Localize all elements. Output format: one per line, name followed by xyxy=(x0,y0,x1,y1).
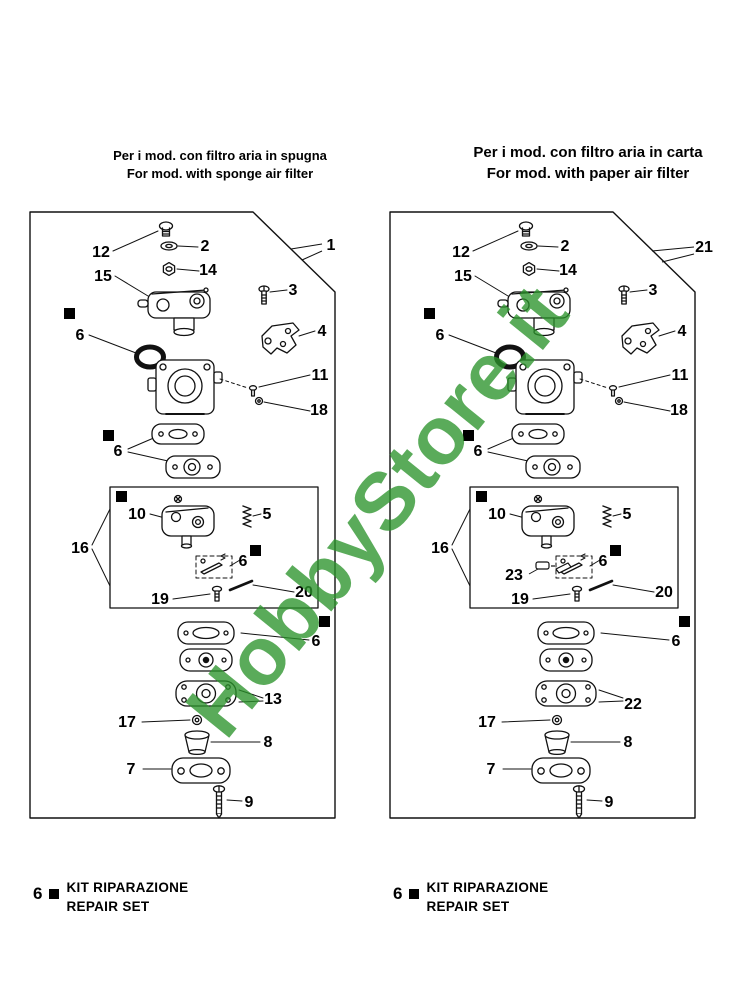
part-primer-23 xyxy=(535,561,572,574)
legend-line-english: REPAIR SET xyxy=(66,899,150,914)
callout-6a: 6 xyxy=(436,327,445,344)
callout-2: 2 xyxy=(561,238,570,255)
left-panel-title: Per i mod. con filtro aria in spugna For… xyxy=(88,147,352,183)
callout-3: 3 xyxy=(649,282,658,299)
callout-5: 5 xyxy=(263,506,272,523)
callout-3: 3 xyxy=(289,282,298,299)
black-square-icon xyxy=(409,889,420,899)
callout-21: 21 xyxy=(695,239,713,256)
callout-12: 12 xyxy=(452,244,470,261)
callout-20: 20 xyxy=(295,584,313,601)
callout-23: 23 xyxy=(505,567,523,584)
callout-15: 15 xyxy=(454,268,472,285)
legend-number: 6 xyxy=(393,884,403,903)
black-square-icon xyxy=(49,889,60,899)
callout-14: 14 xyxy=(559,262,577,279)
callout-6a: 6 xyxy=(76,327,85,344)
callout-4: 4 xyxy=(678,323,687,340)
left-title-italian: Per i mod. con filtro aria in spugna xyxy=(113,148,327,163)
left-title-english: For mod. with sponge air filter xyxy=(126,166,314,181)
callout-22: 22 xyxy=(624,696,642,713)
right-panel-title: Per i mod. con filtro aria in carta For … xyxy=(452,142,724,184)
callout-5: 5 xyxy=(623,506,632,523)
callout-8: 8 xyxy=(264,734,273,751)
callout-19: 19 xyxy=(151,591,169,608)
callout-18: 18 xyxy=(310,402,328,419)
callout-16: 16 xyxy=(71,540,89,557)
callout-1: 1 xyxy=(327,237,336,254)
callout-11: 11 xyxy=(312,367,329,384)
callout-6b: 6 xyxy=(114,443,123,460)
right-carburetor-drawing xyxy=(390,212,695,818)
callout-9: 9 xyxy=(245,794,254,811)
legend-line-italian: KIT RIPARAZIONE xyxy=(426,880,549,895)
legend-line-english: REPAIR SET xyxy=(426,899,510,914)
callout-2: 2 xyxy=(201,238,210,255)
left-callouts: 12 2 15 14 3 1 6 4 11 18 6 16 10 5 6 19 … xyxy=(71,237,335,811)
callout-10: 10 xyxy=(488,506,506,523)
callout-7: 7 xyxy=(127,761,136,778)
callout-7: 7 xyxy=(487,761,496,778)
right-assembly-leaders xyxy=(651,246,695,263)
callout-6c: 6 xyxy=(599,553,608,570)
callout-17: 17 xyxy=(118,714,136,731)
left-carburetor-drawing xyxy=(30,212,335,818)
right-title-italian: Per i mod. con filtro aria in carta xyxy=(473,144,703,161)
callout-14: 14 xyxy=(199,262,217,279)
callout-18: 18 xyxy=(670,402,688,419)
callout-8: 8 xyxy=(624,734,633,751)
callout-12: 12 xyxy=(92,244,110,261)
repair-set-legend-right: 6 KIT RIPARAZIONE REPAIR SET xyxy=(393,878,548,916)
leader-23 xyxy=(528,568,539,575)
repair-set-legend-left: 6 KIT RIPARAZIONE REPAIR SET xyxy=(33,878,188,916)
callout-6d: 6 xyxy=(672,633,681,650)
callout-16: 16 xyxy=(431,540,449,557)
right-panel-extras xyxy=(528,561,572,575)
right-title-english: For mod. with paper air filter xyxy=(486,165,690,182)
legend-number: 6 xyxy=(33,884,43,903)
callout-17: 17 xyxy=(478,714,496,731)
callout-19: 19 xyxy=(511,591,529,608)
callout-20: 20 xyxy=(655,584,673,601)
callout-6c: 6 xyxy=(239,553,248,570)
left-assembly-leaders xyxy=(290,243,323,261)
callout-11: 11 xyxy=(672,367,689,384)
callout-13: 13 xyxy=(264,691,282,708)
callout-15: 15 xyxy=(94,268,112,285)
callout-4: 4 xyxy=(318,323,327,340)
callout-6d: 6 xyxy=(312,633,321,650)
callout-9: 9 xyxy=(605,794,614,811)
legend-line-italian: KIT RIPARAZIONE xyxy=(66,880,189,895)
right-callouts: 12 2 15 14 3 21 6 4 11 18 6 16 10 5 23 6… xyxy=(431,238,713,811)
callout-10: 10 xyxy=(128,506,146,523)
callout-6b: 6 xyxy=(474,443,483,460)
